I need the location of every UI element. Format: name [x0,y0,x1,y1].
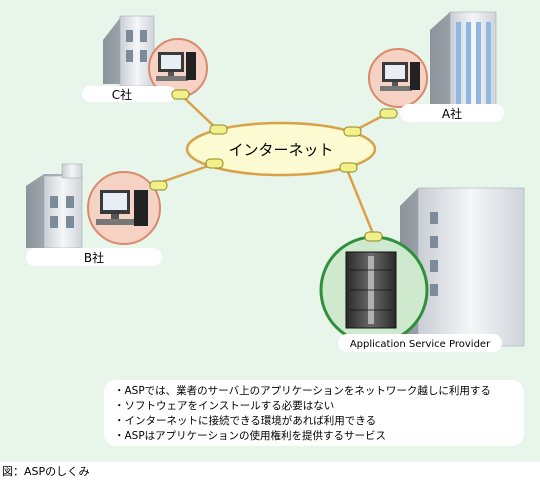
company-a-label: A社 [442,106,462,121]
company-c-site: C社 [82,15,208,102]
connector-internet-asp [339,162,358,173]
computer-icon [380,62,420,91]
company-b-label: B社 [84,250,104,265]
notes-box: ・ASPでは、業者のサーバ上のアプリケーションをネットワーク越しに利用する ・ソ… [104,380,524,446]
network-diagram: インターネット C社 [0,0,540,462]
connector-b [149,180,168,191]
internet-cloud: インターネット [185,121,377,177]
connector-internet-c [209,124,228,135]
company-a-site: A社 [368,11,504,122]
building-icon [103,15,155,87]
note-line: ・ソフトウェアをインストールする必要はない [114,400,335,412]
computer-icon [96,190,148,226]
connector-c [171,89,190,100]
internet-connectors [205,124,362,173]
building-icon [430,11,497,111]
computer-icon [156,52,196,81]
connector-internet-a [343,126,362,137]
figure-caption: 図：ASPのしくみ [2,465,90,478]
company-c-label: C社 [112,87,132,102]
note-line: ・ASPはアプリケーションの使用権利を提供するサービス [114,430,386,442]
note-line: ・インターネットに接続できる環境があれば利用できる [114,415,377,427]
connector-internet-b [205,158,224,169]
internet-label: インターネット [228,141,333,159]
company-a-label-box [400,104,504,122]
server-rack-icon [345,251,397,329]
note-line: ・ASPでは、業者のサーバ上のアプリケーションをネットワーク越しに利用する [114,385,491,397]
link-internet-asp [346,171,376,237]
asp-label-box [338,334,502,352]
building-icon [26,163,83,249]
company-b-label-box [26,248,162,266]
company-b-site: B社 [26,163,168,266]
link-internet-c [179,93,219,131]
connector-asp [364,231,383,242]
asp-label: Application Service Provider [350,339,491,350]
connector-a [379,108,398,119]
company-c-label-box [82,86,176,102]
asp-site: Application Service Provider [319,187,525,352]
